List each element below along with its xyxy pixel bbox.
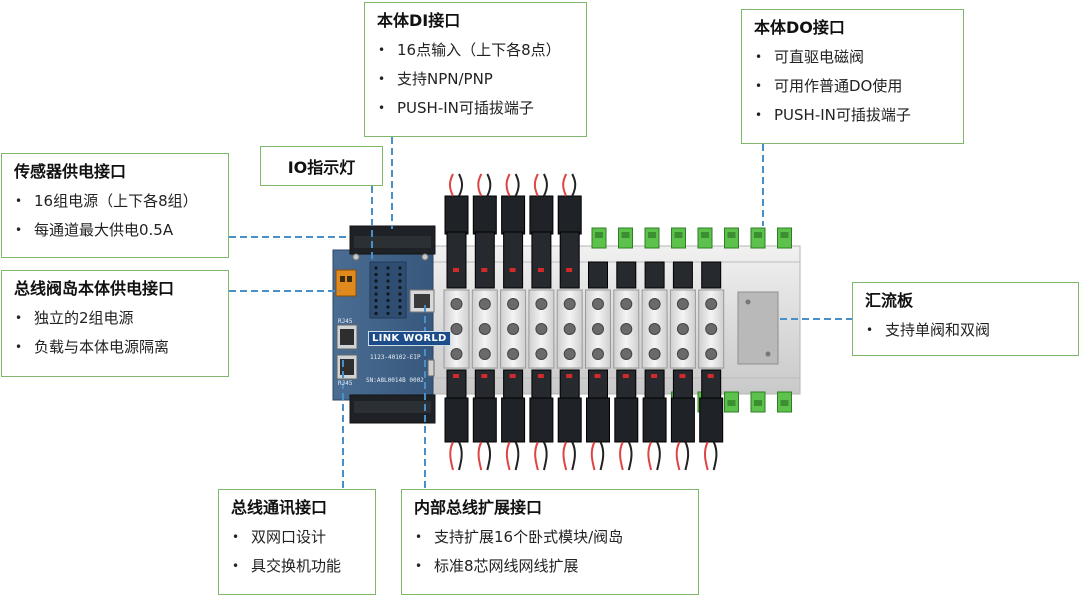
solenoid-valve xyxy=(443,173,470,471)
callout-di-interface: 本体DI接口 16点输入（上下各8点） 支持NPN/PNP PUSH-IN可插拔… xyxy=(364,2,587,137)
callout-item: 双网口设计 xyxy=(231,523,363,552)
solenoid-valve xyxy=(556,173,583,471)
callout-do-interface: 本体DO接口 可直驱电磁阀 可用作普通DO使用 PUSH-IN可插拔端子 xyxy=(741,9,964,144)
callout-item: 16组电源（上下各8组） xyxy=(14,187,216,216)
callout-item: 每通道最大供电0.5A xyxy=(14,216,216,245)
do-terminals-top xyxy=(591,227,792,249)
callout-expansion-interface: 内部总线扩展接口 支持扩展16个卧式模块/阀岛 标准8芯网线网线扩展 xyxy=(401,489,699,595)
callout-item: 支持扩展16个卧式模块/阀岛 xyxy=(414,523,686,552)
callout-item: 标准8芯网线网线扩展 xyxy=(414,552,686,581)
callout-title: IO指示灯 xyxy=(287,158,356,177)
do-terminal xyxy=(724,391,739,413)
do-terminal xyxy=(750,391,766,413)
solenoid-valves xyxy=(443,173,725,471)
callout-sensor-power: 传感器供电接口 16组电源（上下各8组） 每通道最大供电0.5A xyxy=(1,153,229,258)
do-terminal xyxy=(750,227,766,249)
solenoid-valve xyxy=(471,173,498,471)
solenoid-valve xyxy=(613,261,640,471)
solenoid-valve xyxy=(585,261,611,471)
callout-title: 内部总线扩展接口 xyxy=(414,498,543,517)
module-serial-label: SN:A8L0014B 0002 xyxy=(366,377,424,384)
solenoid-valve xyxy=(669,261,696,471)
solenoid-valve xyxy=(528,173,555,471)
do-terminal xyxy=(618,227,633,249)
callout-title: 汇流板 xyxy=(865,291,914,310)
callout-io-led: IO指示灯 xyxy=(260,146,383,186)
leader-lines xyxy=(229,137,852,489)
module-model-label: 1123-40102-EIP xyxy=(370,354,421,361)
rj45-port-label-1: RJ45 xyxy=(338,318,353,325)
callout-item: 具交换机功能 xyxy=(231,552,363,581)
callout-item: 负载与本体电源隔离 xyxy=(14,333,216,362)
callout-comm-interface: 总线通讯接口 双网口设计 具交换机功能 xyxy=(218,489,376,595)
callout-item: 支持NPN/PNP xyxy=(377,65,574,94)
do-terminal xyxy=(777,391,792,413)
callout-title: 本体DO接口 xyxy=(754,18,845,37)
callout-item: 支持单阀和双阀 xyxy=(865,316,1066,345)
callout-item: 16点输入（上下各8点） xyxy=(377,36,574,65)
solenoid-valve xyxy=(641,261,668,471)
do-terminal xyxy=(671,227,686,249)
solenoid-valve xyxy=(500,173,527,471)
callout-title: 传感器供电接口 xyxy=(14,162,127,181)
bus-module xyxy=(332,225,436,424)
callout-item: PUSH-IN可插拔端子 xyxy=(377,94,574,123)
callout-manifold: 汇流板 支持单阀和双阀 xyxy=(852,282,1079,356)
manifold-end-plate xyxy=(737,291,779,365)
solenoid-valve xyxy=(698,261,725,471)
callout-title: 总线阀岛本体供电接口 xyxy=(14,279,175,298)
callout-bus-power: 总线阀岛本体供电接口 独立的2组电源 负载与本体电源隔离 xyxy=(1,270,229,377)
rj45-port-label-2: RJ45 xyxy=(338,380,353,387)
do-terminal xyxy=(777,227,792,249)
do-terminal xyxy=(697,227,713,249)
do-terminal xyxy=(724,227,739,249)
module-brand-label: LINK WORLD xyxy=(368,331,451,346)
callout-item: 可直驱电磁阀 xyxy=(754,43,951,72)
callout-item: 独立的2组电源 xyxy=(14,304,216,333)
callout-title: 本体DI接口 xyxy=(377,11,461,30)
callout-title: 总线通讯接口 xyxy=(231,498,328,517)
callout-item: 可用作普通DO使用 xyxy=(754,72,951,101)
callout-item: PUSH-IN可插拔端子 xyxy=(754,101,951,130)
do-terminal xyxy=(644,227,660,249)
do-terminal xyxy=(591,227,607,249)
